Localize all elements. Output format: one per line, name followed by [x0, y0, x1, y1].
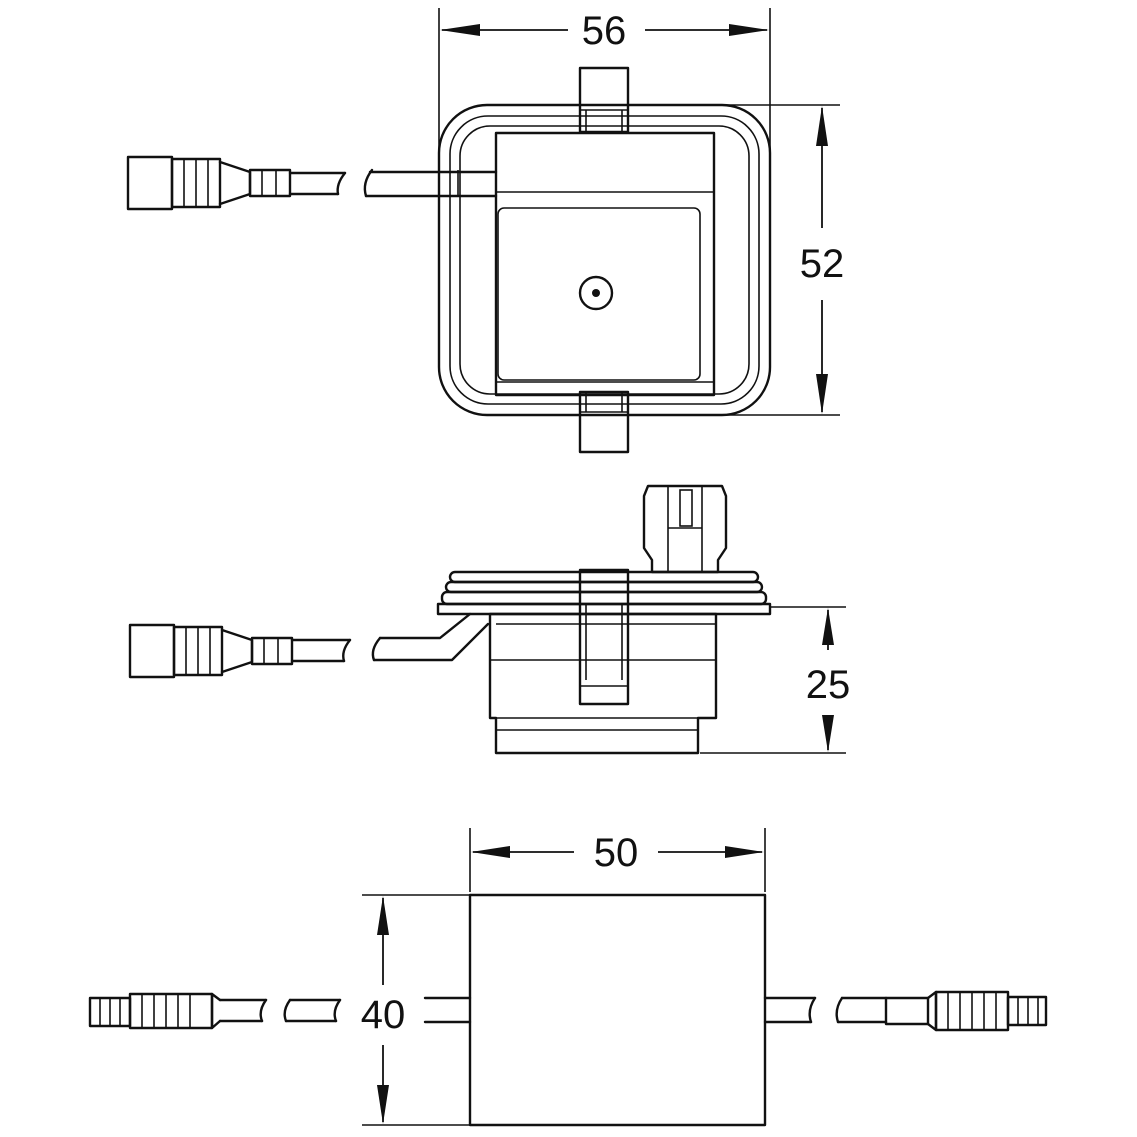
top-cable	[363, 168, 498, 198]
left-connector	[88, 992, 268, 1030]
top-clip	[578, 66, 630, 134]
flange	[436, 602, 772, 616]
dimension-50: 50	[469, 828, 766, 892]
top-view: 56 52	[126, 8, 845, 454]
center-mark	[578, 275, 614, 311]
dimension-25: 25	[700, 606, 851, 754]
bottom-box	[468, 893, 767, 1127]
side-body	[488, 612, 718, 755]
outer-frame	[437, 103, 772, 417]
side-connector	[128, 623, 352, 679]
side-clip	[578, 568, 630, 706]
dimension-label-52: 52	[800, 242, 845, 286]
side-plug	[642, 484, 728, 574]
side-cable	[371, 612, 490, 662]
dimension-40: 40	[361, 894, 470, 1126]
dimension-label-40: 40	[361, 993, 406, 1037]
top-connector	[126, 155, 347, 211]
bottom-clip	[578, 390, 630, 454]
side-view: 25	[128, 484, 851, 755]
dimension-52: 52	[715, 104, 845, 416]
housing	[494, 131, 716, 397]
dimension-56: 56	[438, 8, 771, 150]
bottom-view: 50 40	[88, 828, 1048, 1127]
dimension-label-56: 56	[582, 9, 627, 53]
right-connector	[763, 990, 1048, 1032]
dimension-label-25: 25	[806, 663, 851, 707]
dimension-label-50: 50	[594, 831, 639, 875]
